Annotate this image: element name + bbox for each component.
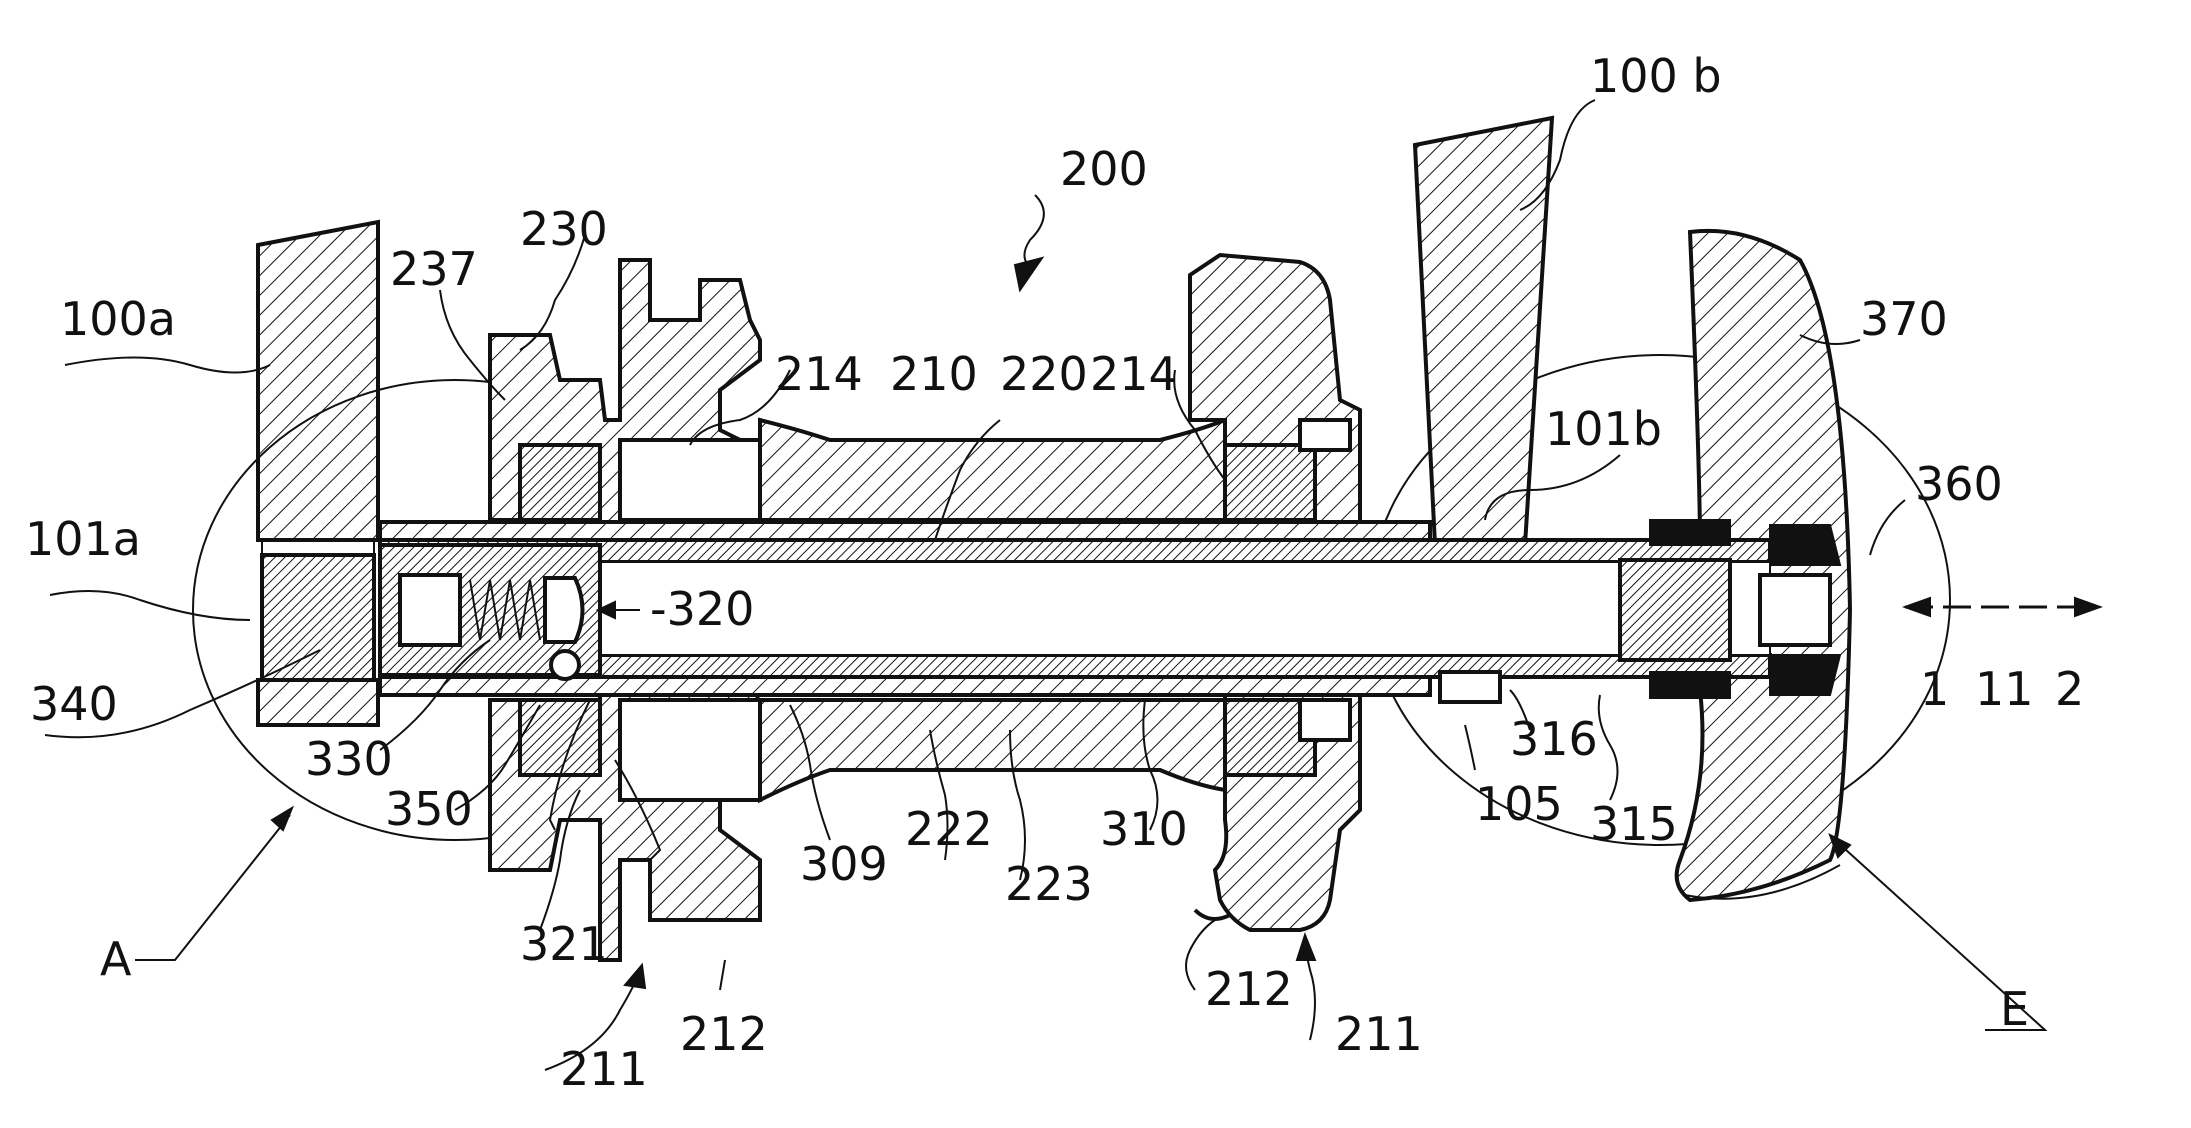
label-105: 105	[1475, 777, 1563, 831]
left-bearing-lower	[520, 700, 600, 775]
label-370: 370	[1860, 292, 1948, 346]
label-211-left: 211	[560, 1042, 648, 1096]
label-axis-2: 2	[2055, 662, 2084, 716]
inner-tube-upper	[380, 522, 1430, 540]
label-101a: 101a	[25, 512, 141, 566]
label-detail-a: A	[100, 932, 132, 986]
label-309: 309	[800, 837, 888, 891]
label-321: 321	[520, 917, 608, 971]
label-340: 340	[30, 677, 118, 731]
right-cam-body	[1620, 560, 1730, 660]
label-214-right: 214	[1090, 347, 1178, 401]
left-dropout-lower	[258, 680, 378, 725]
threaded-bolt	[262, 555, 374, 680]
label-223: 223	[1005, 857, 1093, 911]
label-350: 350	[385, 782, 473, 836]
label-360: 360	[1915, 457, 2003, 511]
label-330: 330	[305, 732, 393, 786]
label-100b: 100 b	[1590, 49, 1722, 103]
label-212-left: 212	[680, 1007, 768, 1061]
left-bearing-upper	[520, 445, 600, 520]
label-210: 210	[890, 347, 978, 401]
label-222: 222	[905, 802, 993, 856]
label-214-left: 214	[775, 347, 863, 401]
label-211-right: 211	[1335, 1007, 1423, 1061]
ball-350	[551, 651, 579, 679]
label-212-right: 212	[1205, 962, 1293, 1016]
label-200: 200	[1060, 142, 1148, 196]
label-220: 220	[1000, 347, 1088, 401]
hub-body-upper	[760, 420, 1225, 520]
label-315: 315	[1590, 797, 1678, 851]
right-end-cap	[1760, 575, 1830, 645]
label-316: 316	[1510, 712, 1598, 766]
label-axis-11: 11	[1975, 662, 2034, 716]
left-dropout	[258, 222, 378, 540]
label-detail-e: E	[2000, 982, 2029, 1036]
label-310: 310	[1100, 802, 1188, 856]
inner-tube-lower	[380, 677, 1430, 695]
label-axis-1: 1	[1920, 662, 1949, 716]
label-230: 230	[520, 202, 608, 256]
label-100a: 100a	[60, 292, 176, 346]
right-bearing-upper	[1225, 445, 1315, 520]
label-101b: 101b	[1545, 402, 1662, 456]
right-dropout	[1415, 118, 1552, 545]
label-237: 237	[390, 242, 478, 296]
label-320: -320	[650, 582, 754, 636]
